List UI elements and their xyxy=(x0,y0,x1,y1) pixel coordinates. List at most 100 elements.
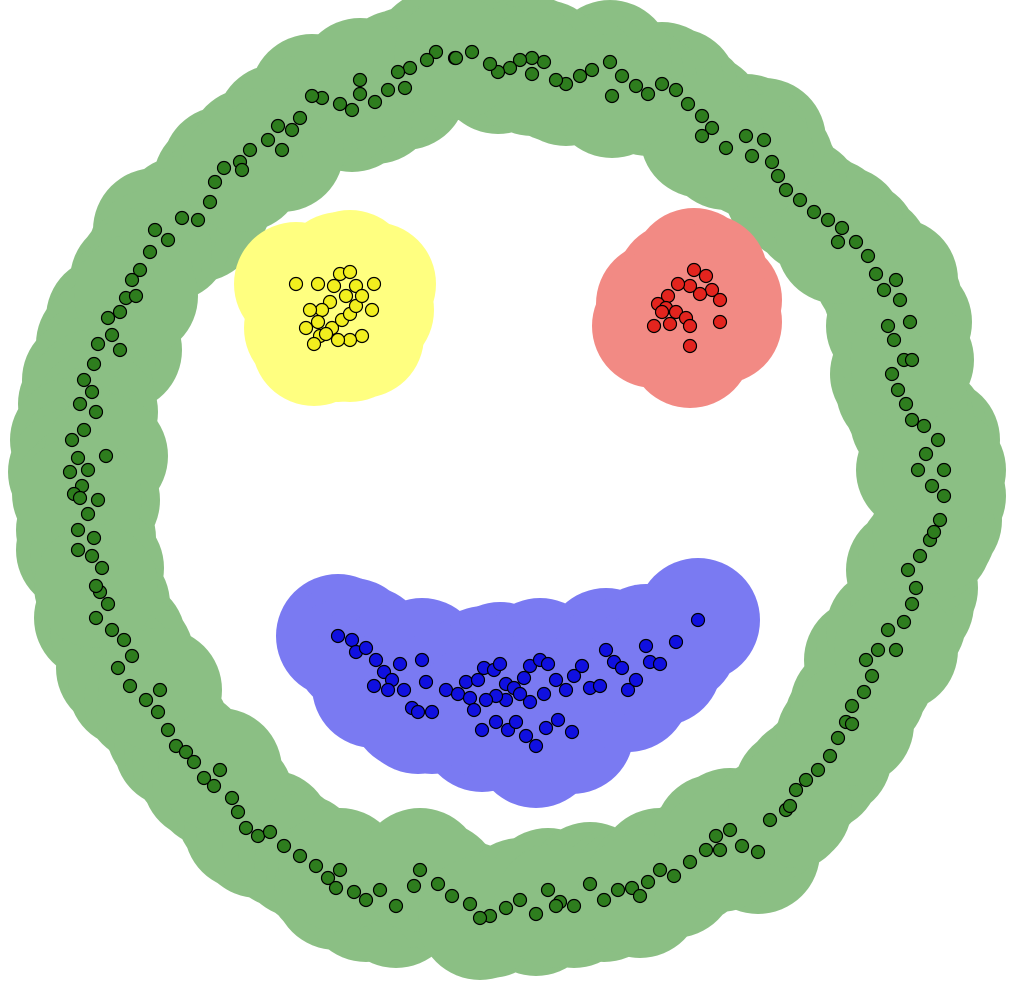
data-point xyxy=(207,174,223,190)
data-point xyxy=(428,44,444,60)
data-point xyxy=(76,372,92,388)
data-point xyxy=(598,642,614,658)
data-point xyxy=(414,652,430,668)
data-point xyxy=(88,578,104,594)
data-point xyxy=(260,132,276,148)
data-point xyxy=(694,128,710,144)
data-point xyxy=(662,316,678,332)
data-point xyxy=(216,160,232,176)
data-point xyxy=(654,304,670,320)
data-point xyxy=(418,674,434,690)
data-point xyxy=(186,754,202,770)
data-point xyxy=(462,690,478,706)
data-point xyxy=(124,648,140,664)
data-point xyxy=(890,382,906,398)
data-point xyxy=(582,876,598,892)
data-point xyxy=(396,682,412,698)
data-point xyxy=(388,898,404,914)
data-point xyxy=(770,168,786,184)
cluster-region-2 xyxy=(592,208,782,408)
data-point xyxy=(512,686,528,702)
data-point xyxy=(912,548,928,564)
data-point xyxy=(566,898,582,914)
data-point xyxy=(132,262,148,278)
data-point xyxy=(778,182,794,198)
data-point xyxy=(444,888,460,904)
data-point xyxy=(694,108,710,124)
data-point xyxy=(722,822,738,838)
cluster-points-0 xyxy=(62,44,952,926)
data-point xyxy=(670,276,686,292)
data-point xyxy=(738,128,754,144)
data-point xyxy=(62,464,78,480)
data-point xyxy=(292,848,308,864)
data-point xyxy=(540,656,556,672)
data-point xyxy=(100,596,116,612)
data-point xyxy=(346,884,362,900)
data-point xyxy=(610,882,626,898)
data-point xyxy=(516,670,532,686)
data-point xyxy=(508,714,524,730)
data-point xyxy=(904,352,920,368)
data-point xyxy=(474,722,490,738)
data-point xyxy=(458,674,474,690)
data-point xyxy=(488,714,504,730)
data-point xyxy=(270,118,286,134)
data-point xyxy=(834,220,850,236)
data-point xyxy=(88,610,104,626)
data-point xyxy=(498,900,514,916)
data-point xyxy=(492,656,508,672)
data-point xyxy=(104,622,120,638)
data-point xyxy=(392,656,408,672)
data-point xyxy=(690,612,706,628)
data-point xyxy=(892,292,908,308)
data-point xyxy=(540,882,556,898)
data-point xyxy=(412,862,428,878)
data-point xyxy=(390,64,406,80)
data-point xyxy=(592,678,608,694)
data-point xyxy=(864,668,880,684)
data-point xyxy=(548,898,564,914)
data-point xyxy=(380,82,396,98)
data-point xyxy=(926,524,942,540)
data-point xyxy=(326,278,342,294)
data-point xyxy=(116,632,132,648)
data-point xyxy=(470,672,486,688)
data-point xyxy=(900,562,916,578)
data-point xyxy=(372,882,388,898)
data-point xyxy=(848,234,864,250)
data-point xyxy=(744,148,760,164)
data-point xyxy=(896,614,912,630)
data-point xyxy=(502,60,518,76)
data-point xyxy=(212,762,228,778)
data-point xyxy=(652,862,668,878)
data-point xyxy=(936,488,952,504)
data-point xyxy=(438,682,454,698)
data-point xyxy=(880,318,896,334)
data-point xyxy=(856,684,872,700)
data-point xyxy=(692,286,708,302)
data-point xyxy=(712,292,728,308)
data-point xyxy=(810,762,826,778)
data-point xyxy=(844,716,860,732)
data-point xyxy=(72,396,88,412)
data-point xyxy=(190,212,206,228)
cluster-region-1 xyxy=(234,210,436,406)
data-point xyxy=(308,858,324,874)
data-point xyxy=(640,874,656,890)
data-point xyxy=(572,68,588,84)
data-point xyxy=(930,432,946,448)
data-point xyxy=(160,232,176,248)
data-point xyxy=(638,638,654,654)
data-point xyxy=(147,222,163,238)
data-point xyxy=(160,722,176,738)
data-point xyxy=(450,686,466,702)
data-point xyxy=(584,62,600,78)
data-point xyxy=(178,744,194,760)
data-point xyxy=(464,44,480,60)
data-points xyxy=(62,44,952,926)
data-point xyxy=(472,910,488,926)
data-point xyxy=(352,86,368,102)
data-point xyxy=(152,682,168,698)
data-point xyxy=(354,328,370,344)
